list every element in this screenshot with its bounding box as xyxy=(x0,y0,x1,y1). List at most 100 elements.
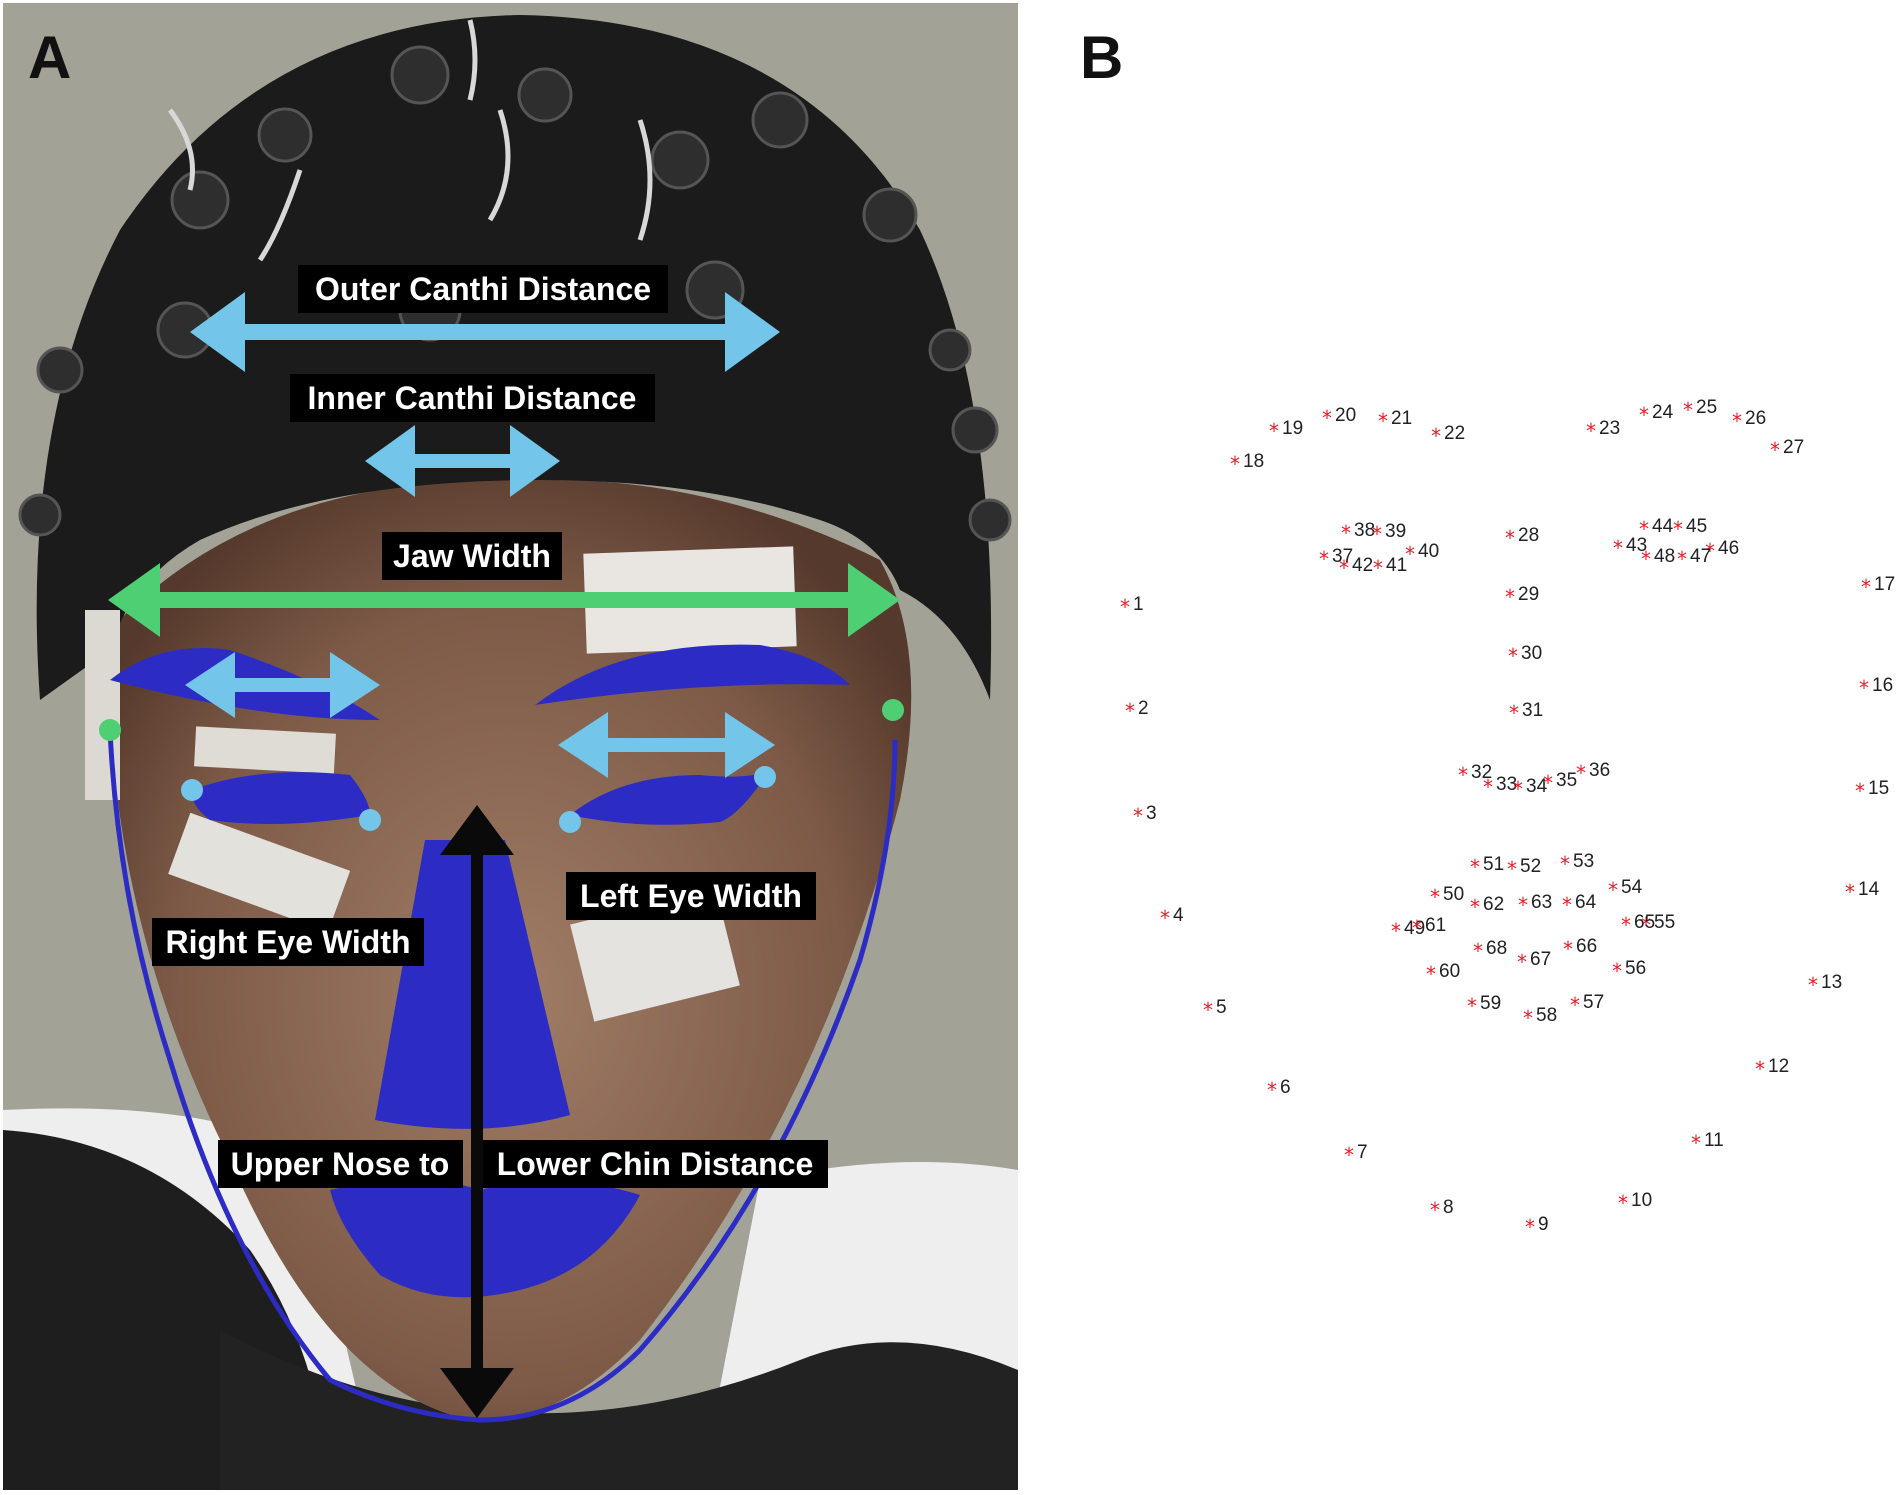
landmark-4-marker: * xyxy=(1160,906,1170,930)
landmark-39-label: 39 xyxy=(1385,521,1406,542)
landmark-16: *16 xyxy=(1859,675,1893,700)
landmark-27-label: 27 xyxy=(1783,437,1804,458)
landmark-46: *46 xyxy=(1705,538,1739,563)
landmark-31: *31 xyxy=(1509,700,1543,725)
landmark-13-marker: * xyxy=(1808,973,1818,997)
under-eye-tape xyxy=(168,812,351,932)
label-nose-chin-part2: Lower Chin Distance xyxy=(497,1146,814,1182)
landmark-60-marker: * xyxy=(1426,962,1436,986)
landmark-3-marker: * xyxy=(1133,804,1143,828)
landmark-21-label: 21 xyxy=(1391,408,1412,429)
landmark-28: *28 xyxy=(1505,525,1539,550)
landmark-62: *62 xyxy=(1470,894,1504,919)
landmark-7-label: 7 xyxy=(1357,1142,1368,1163)
landmark-35-marker: * xyxy=(1543,771,1553,795)
landmark-68-label: 68 xyxy=(1486,938,1507,959)
cap-wires xyxy=(167,19,653,262)
landmark-11-marker: * xyxy=(1691,1131,1701,1155)
landmark-9: *9 xyxy=(1525,1214,1549,1239)
landmark-5-label: 5 xyxy=(1216,997,1227,1018)
landmark-59: *59 xyxy=(1467,993,1501,1018)
landmark-53-label: 53 xyxy=(1573,851,1594,872)
landmark-49-label: 49 xyxy=(1404,918,1425,939)
landmark-49-marker: * xyxy=(1391,919,1401,943)
landmark-20-label: 20 xyxy=(1335,405,1356,426)
jaw-left-dot xyxy=(99,719,121,741)
landmark-2-label: 2 xyxy=(1138,698,1149,719)
jaw-width-arrow xyxy=(108,563,900,637)
landmark-10: *10 xyxy=(1618,1190,1652,1215)
jaw-right-dot xyxy=(882,699,904,721)
landmark-36-marker: * xyxy=(1576,761,1586,785)
landmark-22-label: 22 xyxy=(1444,423,1465,444)
landmark-18-marker: * xyxy=(1230,452,1240,476)
landmark-38: *38 xyxy=(1341,520,1375,545)
landmark-7: *7 xyxy=(1344,1142,1368,1167)
landmark-37: *37 xyxy=(1319,546,1353,571)
landmark-43-label: 43 xyxy=(1626,535,1647,556)
landmark-63: *63 xyxy=(1518,892,1552,917)
landmark-2-marker: * xyxy=(1125,699,1135,723)
cheek-tape xyxy=(570,888,740,1022)
landmark-26-label: 26 xyxy=(1745,408,1766,429)
landmark-42: *42 xyxy=(1339,555,1373,580)
landmark-65-marker: * xyxy=(1621,913,1631,937)
landmark-16-label: 16 xyxy=(1872,675,1893,696)
landmark-31-marker: * xyxy=(1509,701,1519,725)
right-eye-inner-dot xyxy=(359,809,381,831)
landmark-29-marker: * xyxy=(1505,585,1515,609)
landmark-29-label: 29 xyxy=(1518,584,1539,605)
landmark-1: *1 xyxy=(1120,594,1144,619)
landmark-49: *49 xyxy=(1391,918,1425,943)
landmark-43: *43 xyxy=(1613,535,1647,560)
landmark-10-marker: * xyxy=(1618,1191,1628,1215)
landmark-43-marker: * xyxy=(1613,536,1623,560)
landmark-19: *19 xyxy=(1269,418,1303,443)
landmark-68: *68 xyxy=(1473,938,1507,963)
landmark-1-label: 1 xyxy=(1133,594,1144,615)
landmark-26-marker: * xyxy=(1732,409,1742,433)
landmark-53: *53 xyxy=(1560,851,1594,876)
landmark-37-marker: * xyxy=(1319,547,1329,571)
landmark-57-label: 57 xyxy=(1583,992,1604,1013)
landmark-16-marker: * xyxy=(1859,676,1869,700)
landmark-45: *45 xyxy=(1673,516,1707,541)
landmark-15: *15 xyxy=(1855,778,1889,803)
landmark-33: *33 xyxy=(1483,774,1517,799)
landmark-40-marker: * xyxy=(1405,542,1415,566)
landmark-39-marker: * xyxy=(1372,522,1382,546)
landmark-12-label: 12 xyxy=(1768,1056,1789,1077)
landmark-32: *32 xyxy=(1458,762,1492,787)
landmark-45-marker: * xyxy=(1673,517,1683,541)
landmark-13-label: 13 xyxy=(1821,972,1842,993)
landmark-34: *34 xyxy=(1513,776,1548,801)
landmark-32-label: 32 xyxy=(1471,762,1492,783)
label-jaw-width: Jaw Width xyxy=(382,532,562,580)
landmark-61: *61 xyxy=(1412,915,1446,940)
left-eye-overlay xyxy=(570,770,770,825)
landmark-45-label: 45 xyxy=(1686,516,1707,537)
landmark-46-label: 46 xyxy=(1718,538,1739,559)
landmark-44-marker: * xyxy=(1639,517,1649,541)
landmark-18-label: 18 xyxy=(1243,451,1264,472)
landmark-63-label: 63 xyxy=(1531,892,1552,913)
landmark-54: *54 xyxy=(1608,877,1643,902)
landmark-5: *5 xyxy=(1203,997,1227,1022)
jaw-outline xyxy=(107,729,898,1423)
landmark-3-label: 3 xyxy=(1146,803,1157,824)
landmark-22: *22 xyxy=(1431,423,1465,448)
landmark-33-marker: * xyxy=(1483,775,1493,799)
landmark-54-marker: * xyxy=(1608,878,1618,902)
landmark-66-marker: * xyxy=(1563,937,1573,961)
left-eyebrow-overlay xyxy=(535,644,850,705)
landmark-27: *27 xyxy=(1770,437,1804,462)
landmark-4-label: 4 xyxy=(1173,905,1184,926)
panel-a-letter: A xyxy=(28,24,71,91)
landmark-23-marker: * xyxy=(1586,419,1596,443)
landmark-40: *40 xyxy=(1405,541,1439,566)
landmark-25-label: 25 xyxy=(1696,397,1717,418)
landmark-55-marker: * xyxy=(1641,913,1651,937)
landmark-55: *55 xyxy=(1641,912,1675,937)
landmark-9-label: 9 xyxy=(1538,1214,1549,1235)
landmark-66: *66 xyxy=(1563,936,1597,961)
